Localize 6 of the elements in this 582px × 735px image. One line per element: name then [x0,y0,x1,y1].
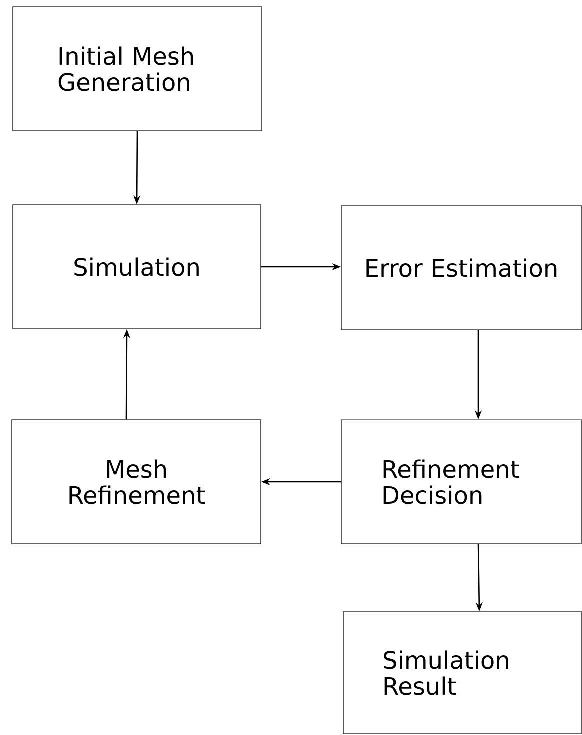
process-box: Simulation Result [343,612,582,734]
process-box: Refinement Decision [341,420,582,544]
process-box: Mesh Refinement [12,420,262,544]
process-box: Initial Mesh Generation [12,6,262,132]
process-box: Simulation [12,204,262,330]
process-box: Error Estimation [341,206,582,330]
